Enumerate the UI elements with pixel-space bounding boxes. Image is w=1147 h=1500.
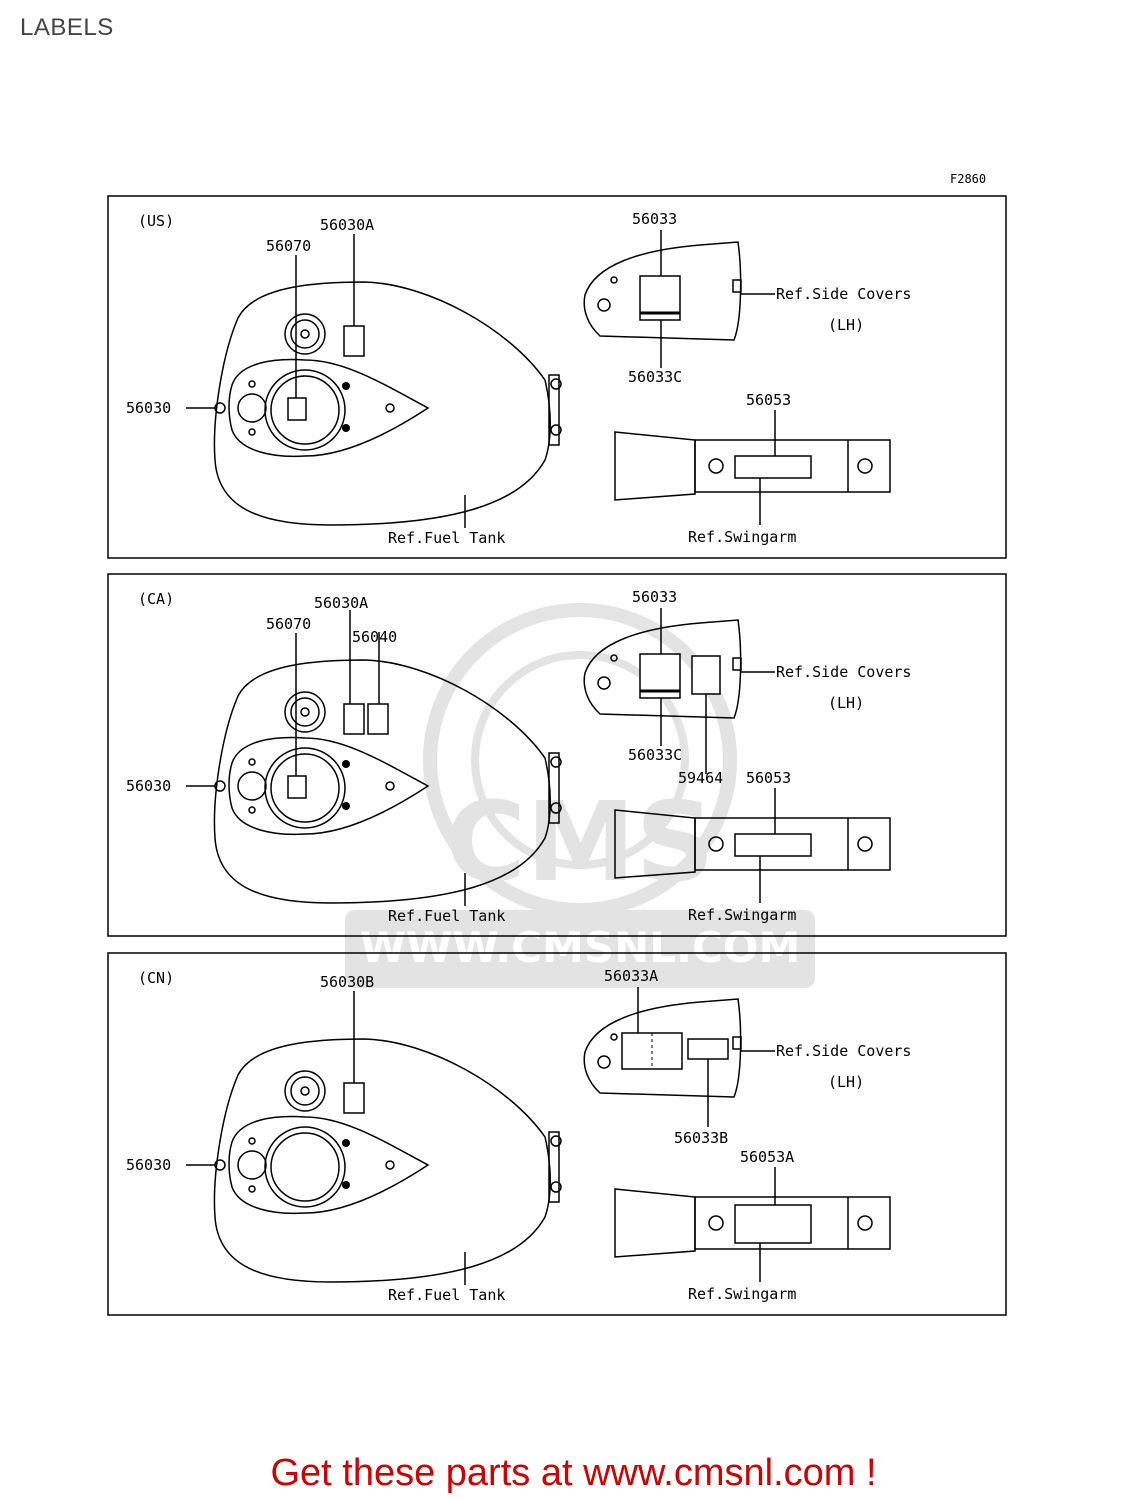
- region-label: (CN): [138, 969, 174, 987]
- fuel-tank: [213, 659, 562, 904]
- side-cover: [583, 241, 742, 341]
- footer-link[interactable]: Get these parts at www.cmsnl.com !: [270, 1452, 877, 1494]
- label-part: 56030: [126, 399, 171, 417]
- label-part: 56053A: [740, 1148, 794, 1166]
- ref-side-covers-lh: (LH): [828, 1073, 864, 1091]
- label-part: 56033B: [674, 1129, 728, 1147]
- ref-side-covers-lh: (LH): [828, 316, 864, 334]
- label-part: 56030A: [320, 216, 374, 234]
- label-part: 56030A: [314, 594, 368, 612]
- ref-side-covers: Ref.Side Covers: [776, 1042, 911, 1060]
- panel-us: (US) 56030A 56070 56030 Ref.Fuel Tank: [107, 195, 1007, 559]
- watermark-url: WWW.CMSNL.COM: [360, 923, 801, 972]
- label-part: 56033A: [604, 967, 658, 985]
- ref-fuel-tank: Ref.Fuel Tank: [388, 529, 505, 547]
- region-label: (CA): [138, 590, 174, 608]
- panel-frame: [107, 573, 1007, 937]
- watermark: CMS WWW.CMSNL.COM: [345, 603, 815, 988]
- label-part: 56033: [632, 588, 677, 606]
- label-part: 56033C: [628, 368, 682, 386]
- page-title: LABELS: [20, 14, 114, 41]
- ref-side-covers: Ref.Side Covers: [776, 663, 911, 681]
- panel-frame: [107, 195, 1007, 559]
- label-part: 56030B: [320, 973, 374, 991]
- watermark-logo: CMS: [445, 778, 714, 906]
- parts-diagram: CMS WWW.CMSNL.COM F2860 (US) 56030A 560: [107, 172, 1007, 1316]
- ref-fuel-tank: Ref.Fuel Tank: [388, 1286, 505, 1304]
- fuel-tank: [213, 281, 562, 526]
- region-label: (US): [138, 212, 174, 230]
- ref-swingarm: Ref.Swingarm: [688, 1285, 796, 1303]
- fuel-tank: [213, 1038, 562, 1283]
- swingarm: [614, 809, 891, 879]
- label-part: 56040: [352, 628, 397, 646]
- panel-cn: (CN) 56030B 56030 Ref.Fuel Tank: [107, 952, 1007, 1316]
- swingarm: [614, 431, 891, 501]
- label-part: 56053: [746, 769, 791, 787]
- figure-code: F2860: [950, 172, 986, 186]
- label-part: 56053: [746, 391, 791, 409]
- ref-swingarm: Ref.Swingarm: [688, 906, 796, 924]
- label-part: 56033: [632, 210, 677, 228]
- side-cover: [583, 619, 742, 719]
- label-part: 56070: [266, 237, 311, 255]
- label-part: 56030: [126, 777, 171, 795]
- swingarm: [614, 1188, 891, 1258]
- ref-fuel-tank: Ref.Fuel Tank: [388, 907, 505, 925]
- label-part: 56030: [126, 1156, 171, 1174]
- ref-side-covers: Ref.Side Covers: [776, 285, 911, 303]
- ref-swingarm: Ref.Swingarm: [688, 528, 796, 546]
- label-part: 56033C: [628, 746, 682, 764]
- ref-side-covers-lh: (LH): [828, 694, 864, 712]
- panel-ca: (CA) 56030A 56040 56070 56030 Ref.Fuel T…: [107, 573, 1007, 937]
- side-cover: [583, 998, 742, 1098]
- label-part: 56070: [266, 615, 311, 633]
- label-part: 59464: [678, 769, 723, 787]
- panel-frame: [107, 952, 1007, 1316]
